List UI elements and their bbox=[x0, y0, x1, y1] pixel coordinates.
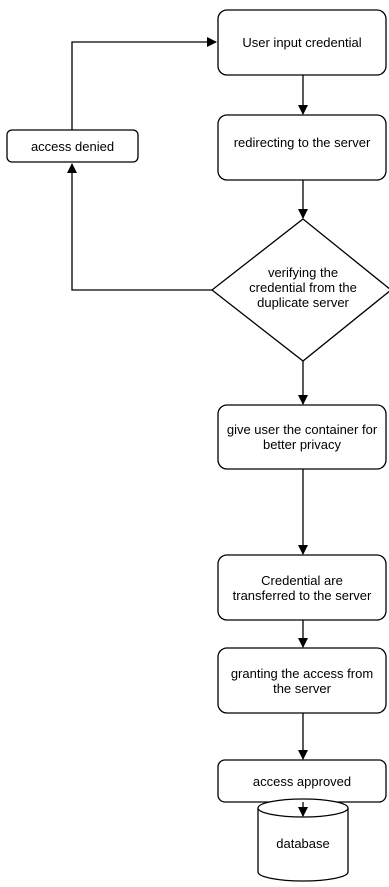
database-cylinder bbox=[257, 798, 349, 882]
database-label: database bbox=[276, 835, 330, 851]
give-container-box bbox=[217, 404, 387, 470]
redirecting-to-server-label: redirecting to the server bbox=[233, 134, 371, 150]
granting-access-box bbox=[217, 647, 387, 714]
access-denied-label: access denied bbox=[30, 138, 115, 154]
credential-transferred-box bbox=[217, 554, 387, 621]
give-container-label: give user the container for better priva… bbox=[226, 422, 378, 452]
access-approved-label: access approved bbox=[252, 773, 352, 789]
granting-access-label: granting the access from the server bbox=[230, 665, 374, 696]
user-input-credential-box bbox=[217, 9, 387, 76]
verify-credential-label: verifying the credential from the duplic… bbox=[249, 264, 357, 310]
arrow-verifying-to-access-denied bbox=[67, 163, 212, 291]
arrow-access-denied-to-input bbox=[71, 37, 217, 130]
user-input-credential-label: User input credential bbox=[242, 35, 362, 50]
credential-transferred-label: Credential are transferred to the server bbox=[232, 572, 372, 603]
redirecting-to-server-box bbox=[217, 114, 387, 181]
